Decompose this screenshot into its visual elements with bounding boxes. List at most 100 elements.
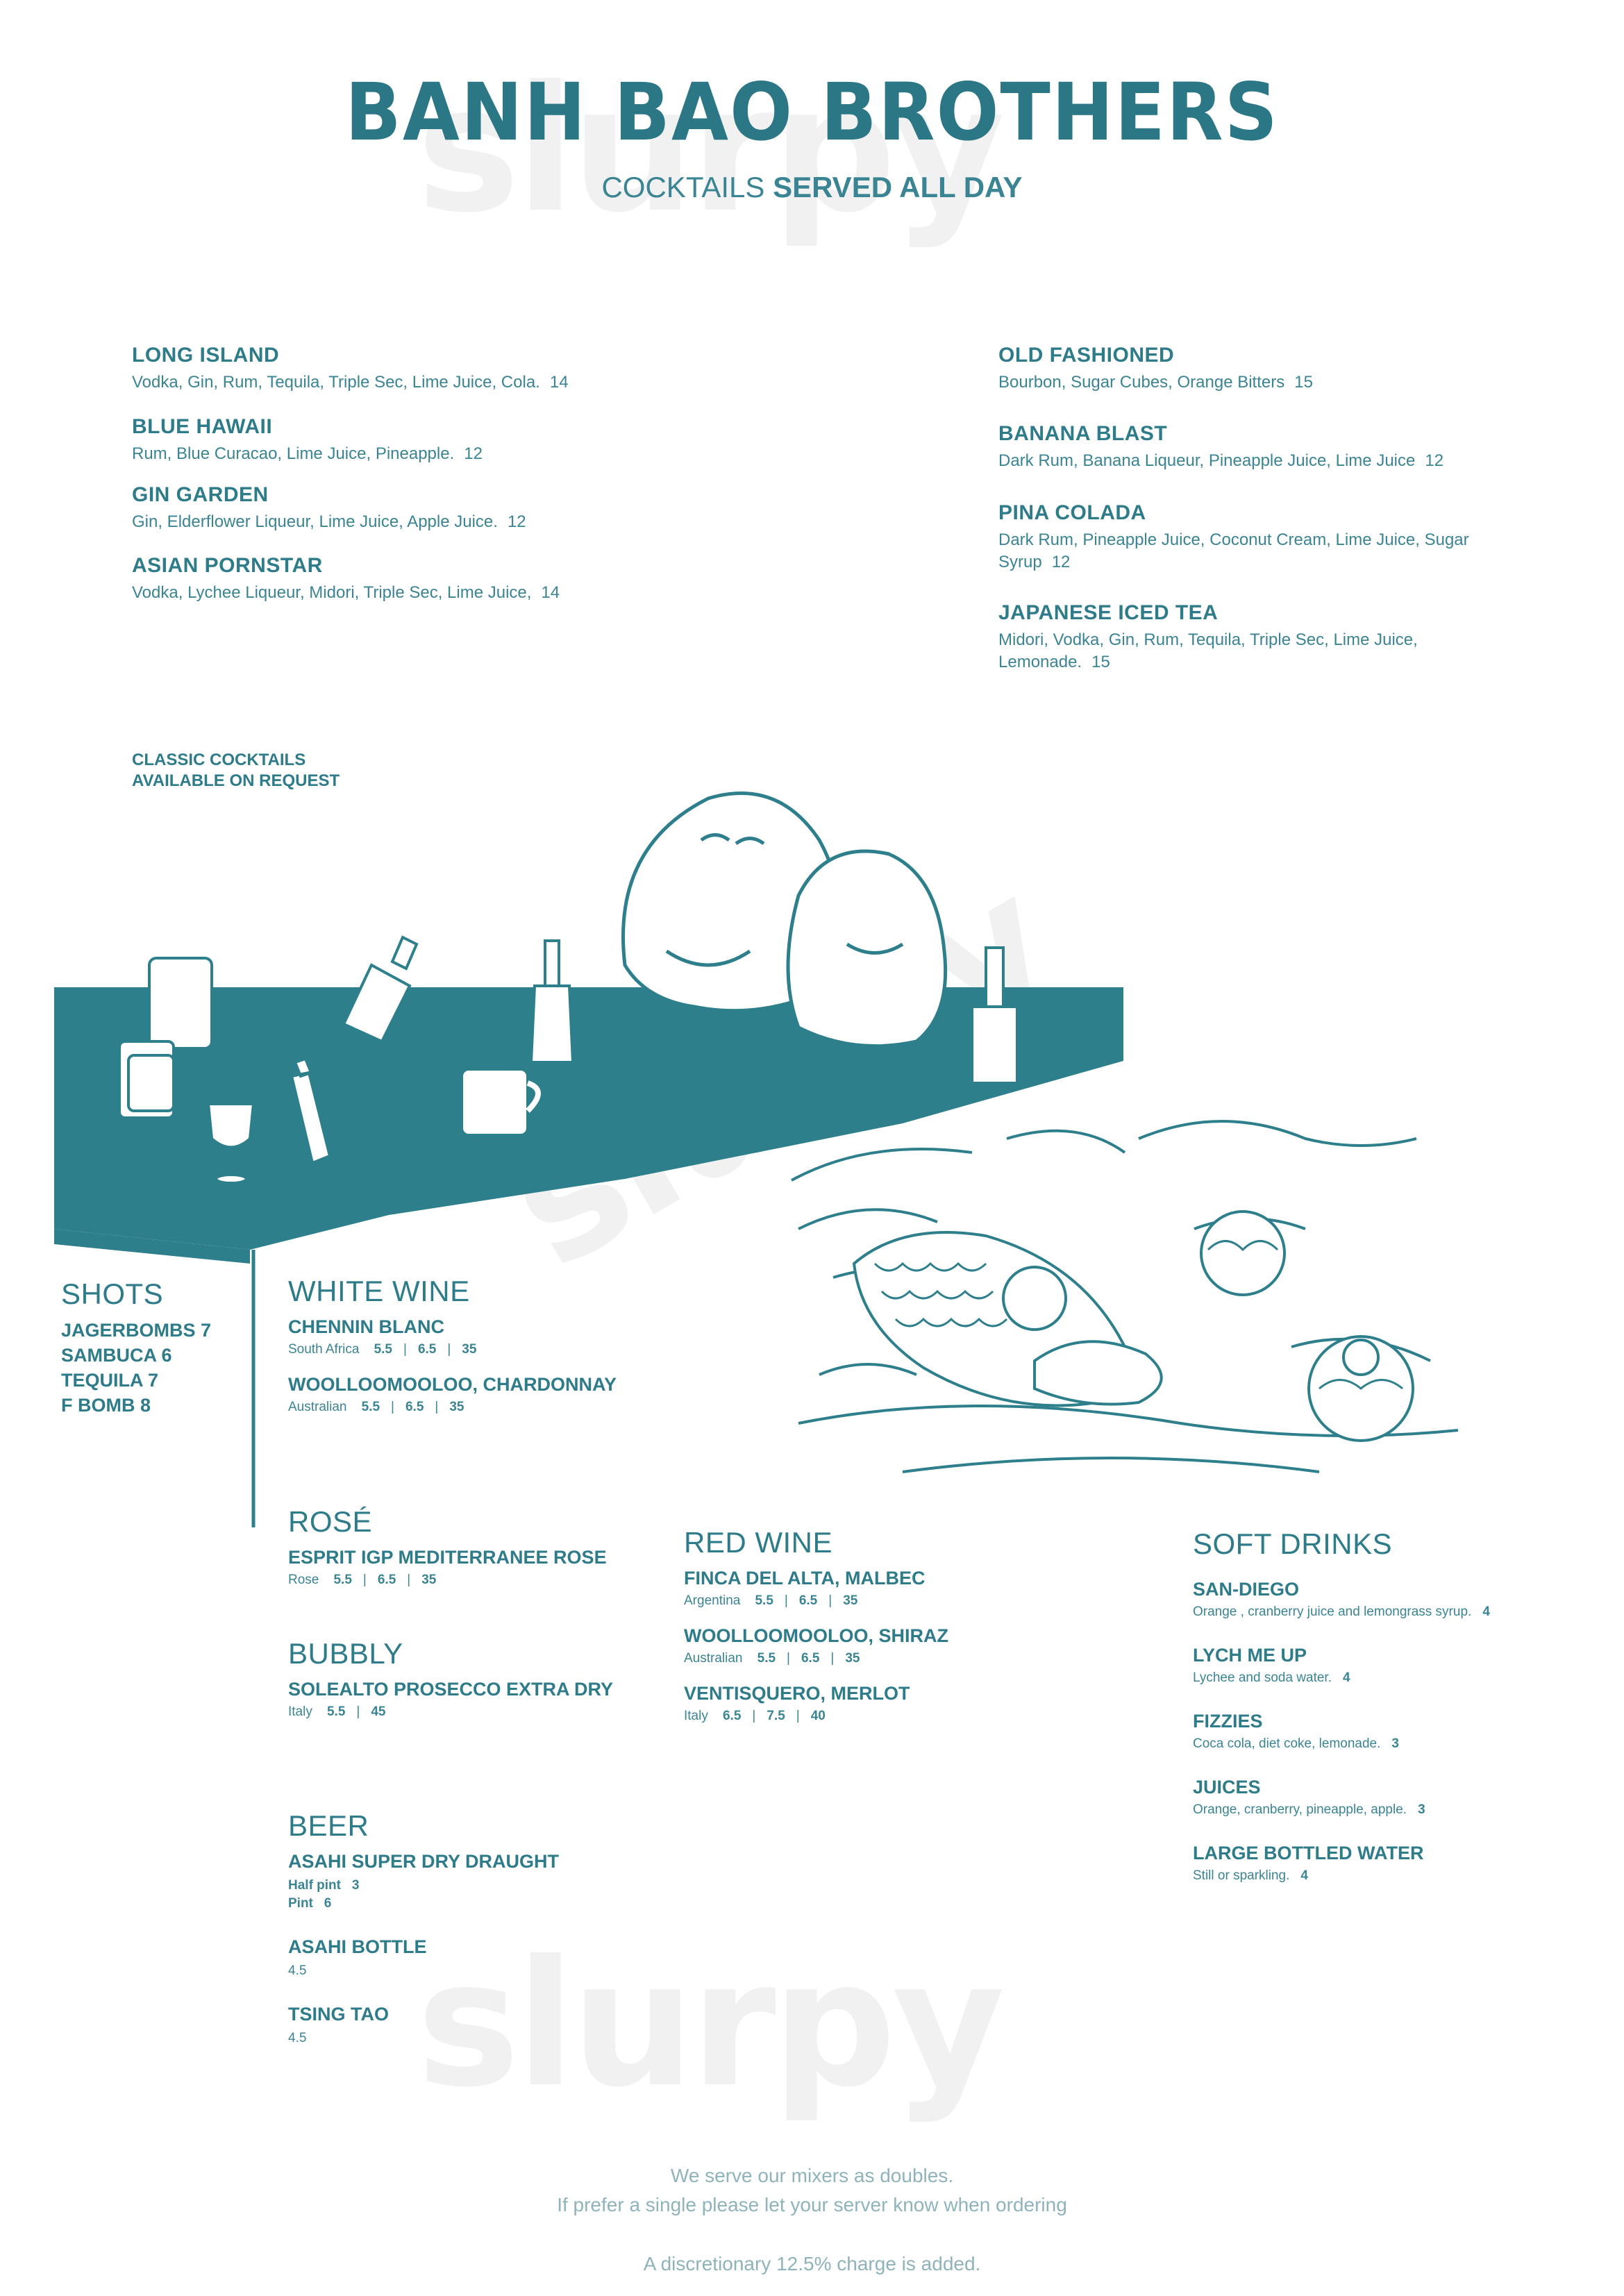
wine-meta: Australian 5.5|6.5|35 xyxy=(288,1400,464,1414)
beer-price: 3 xyxy=(351,1878,360,1893)
soft-drink-item: SAN-DIEGO Orange , cranberry juice and l… xyxy=(1193,1579,1582,1620)
wine-item: FINCA DEL ALTA, MALBEC Argentina 5.5|6.5… xyxy=(684,1568,1045,1609)
shot-item: TEQUILA 7 xyxy=(61,1370,159,1391)
wine-price: 6.5 xyxy=(801,1651,820,1666)
wine-price: 6.5 xyxy=(405,1400,424,1414)
footer-note: We serve our mixers as doubles. xyxy=(670,2165,954,2186)
menu-subtitle: COCKTAILS SERVED ALL DAY xyxy=(0,171,1624,204)
cocktail-item: PINA COLADA Dark Rum, Pineapple Juice, C… xyxy=(998,501,1526,573)
cocktail-name: JAPANESE ICED TEA xyxy=(998,601,1219,624)
bottle-icon xyxy=(342,935,419,1044)
soft-drink-name: LARGE BOTTLED WATER xyxy=(1193,1843,1424,1863)
cocktail-ingredients: Rum, Blue Curacao, Lime Juice, Pineapple… xyxy=(132,444,455,463)
soft-drink-price: 4 xyxy=(1300,1868,1308,1883)
bottle-icon xyxy=(971,946,1019,1084)
mug-icon xyxy=(460,1068,529,1137)
soft-drink-text: Orange , cranberry juice and lemongrass … xyxy=(1193,1604,1472,1619)
soft-drink-item: LYCH ME UP Lychee and soda water. 4 xyxy=(1193,1645,1582,1686)
cocktail-price: 15 xyxy=(1091,653,1110,671)
wine-price: 6.5 xyxy=(417,1342,437,1357)
wine-item: SOLEALTO PROSECCO EXTRA DRY Italy 5.5|45 xyxy=(288,1679,677,1720)
beer-item: ASAHI BOTTLE 4.5 xyxy=(288,1936,677,1980)
wine-price: 6.5 xyxy=(377,1573,396,1587)
cocktail-desc: Midori, Vodka, Gin, Rum, Tequila, Triple… xyxy=(998,629,1471,673)
rose-section: ROSÉ ESPRIT IGP MEDITERRANEE ROSE Rose 5… xyxy=(288,1505,677,1609)
wine-item: VENTISQUERO, MERLOT Italy 6.5|7.5|40 xyxy=(684,1683,1045,1724)
cocktail-price: 12 xyxy=(1425,451,1444,470)
beer-price: 6 xyxy=(324,1896,332,1911)
wine-name: CHENNIN BLANC xyxy=(288,1316,444,1337)
wine-price: 5.5 xyxy=(326,1704,346,1719)
soft-drink-desc: Orange, cranberry, pineapple, apple.3 xyxy=(1193,1802,1582,1818)
beer-price: 4.5 xyxy=(288,2031,307,2045)
wine-price: 5.5 xyxy=(757,1651,776,1666)
bubbly-section: BUBBLY SOLEALTO PROSECCO EXTRA DRY Italy… xyxy=(288,1637,677,1741)
wine-price: 5.5 xyxy=(361,1400,380,1414)
soft-drink-text: Coca cola, diet coke, lemonade. xyxy=(1193,1736,1381,1751)
soft-drink-name: LYCH ME UP xyxy=(1193,1645,1307,1666)
wine-item: CHENNIN BLANC South Africa 5.5|6.5|35 xyxy=(288,1316,677,1357)
wine-price: 40 xyxy=(810,1709,826,1723)
cocktail-ingredients: Vodka, Lychee Liqueur, Midori, Triple Se… xyxy=(132,583,532,602)
soft-drink-price: 3 xyxy=(1391,1736,1399,1751)
soft-drink-text: Still or sparkling. xyxy=(1193,1868,1290,1883)
wine-origin: Italy xyxy=(684,1709,708,1723)
wine-price: 5.5 xyxy=(755,1593,773,1608)
cocktail-name: LONG ISLAND xyxy=(132,344,280,367)
cocktail-item: LONG ISLAND Vodka, Gin, Rum, Tequila, Tr… xyxy=(132,344,660,394)
cocktail-name: OLD FASHIONED xyxy=(998,344,1175,367)
rose-title: ROSÉ xyxy=(288,1505,373,1538)
cocktail-ingredients: Dark Rum, Pineapple Juice, Coconut Cream… xyxy=(998,530,1469,571)
beer-name: ASAHI BOTTLE xyxy=(288,1936,427,1957)
cocktail-item: GIN GARDEN Gin, Elderflower Liqueur, Lim… xyxy=(132,483,660,533)
soft-drink-price: 4 xyxy=(1343,1670,1350,1685)
shot-item: JAGERBOMBS 7 xyxy=(61,1320,212,1341)
wine-name: VENTISQUERO, MERLOT xyxy=(684,1683,910,1704)
beer-sizes: Half pint 3 Pint 6 xyxy=(288,1877,677,1913)
cocktail-ingredients: Gin, Elderflower Liqueur, Lime Juice, Ap… xyxy=(132,512,498,531)
cocktail-price: 14 xyxy=(541,583,560,602)
shot-item: F BOMB 8 xyxy=(61,1395,151,1416)
bun-character-right xyxy=(786,849,948,1048)
soft-drink-desc: Still or sparkling. 4 xyxy=(1193,1868,1582,1884)
beer-section: BEER ASAHI SUPER DRY DRAUGHT Half pint 3… xyxy=(288,1809,677,2047)
cocktail-ingredients: Vodka, Gin, Rum, Tequila, Triple Sec, Li… xyxy=(132,373,540,392)
soft-drink-price: 4 xyxy=(1482,1604,1490,1619)
cocktail-ingredients: Midori, Vodka, Gin, Rum, Tequila, Triple… xyxy=(998,630,1418,671)
wine-price: 35 xyxy=(845,1651,860,1666)
cocktail-price: 15 xyxy=(1294,373,1313,392)
bubbly-title: BUBBLY xyxy=(288,1637,403,1670)
soft-drink-name: FIZZIES xyxy=(1193,1711,1263,1732)
wine-name: ESPRIT IGP MEDITERRANEE ROSE xyxy=(288,1547,607,1568)
shots-title: SHOTS xyxy=(61,1277,164,1310)
wine-origin: Rose xyxy=(288,1573,319,1587)
wine-meta: Italy 6.5|7.5|40 xyxy=(684,1709,826,1723)
soft-drink-price: 3 xyxy=(1418,1802,1425,1817)
red-wine-title: RED WINE xyxy=(684,1526,832,1559)
beer-size-label: Pint xyxy=(288,1896,313,1911)
wine-item: ESPRIT IGP MEDITERRANEE ROSE Rose 5.5|6.… xyxy=(288,1547,677,1588)
cocktail-desc: Rum, Blue Curacao, Lime Juice, Pineapple… xyxy=(132,443,660,465)
soft-drink-item: FIZZIES Coca cola, diet coke, lemonade. 3 xyxy=(1193,1711,1582,1752)
wine-origin: Italy xyxy=(288,1704,312,1719)
beer-size-label: Half pint xyxy=(288,1878,341,1893)
wine-name: FINCA DEL ALTA, MALBEC xyxy=(684,1568,926,1589)
wine-item: WOOLLOOMOOLOO, SHIRAZ Australian 5.5|6.5… xyxy=(684,1625,1045,1666)
cocktail-price: 12 xyxy=(507,512,526,531)
wine-origin: Australian xyxy=(288,1400,347,1414)
cocktail-name: GIN GARDEN xyxy=(132,483,269,506)
cocktail-name: BLUE HAWAII xyxy=(132,415,273,438)
soft-drink-name: SAN-DIEGO xyxy=(1193,1579,1300,1600)
subtitle-text: COCKTAILS xyxy=(601,171,773,203)
wine-origin: Australian xyxy=(684,1651,743,1666)
beer-item: ASAHI SUPER DRY DRAUGHT Half pint 3 Pint… xyxy=(288,1851,677,1913)
beer-price: 4.5 xyxy=(288,1963,307,1978)
beer-title: BEER xyxy=(288,1809,369,1842)
glass-icon xyxy=(148,957,213,1050)
wine-meta: Rose 5.5|6.5|35 xyxy=(288,1573,437,1587)
cocktail-desc: Dark Rum, Banana Liqueur, Pineapple Juic… xyxy=(998,450,1526,472)
wine-price: 6.5 xyxy=(798,1593,818,1608)
soft-drink-text: Lychee and soda water. xyxy=(1193,1670,1332,1685)
flower-icon xyxy=(1200,1210,1286,1296)
